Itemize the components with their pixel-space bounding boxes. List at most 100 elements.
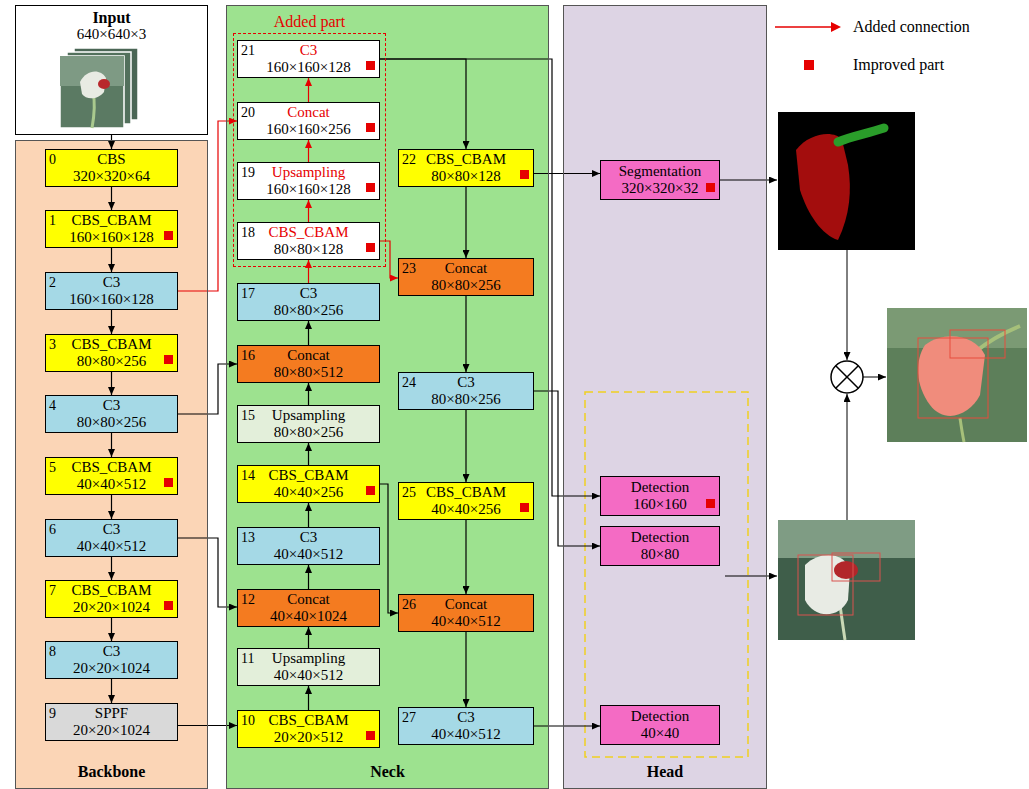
- connection: [308, 383, 309, 405]
- improved-marker: [706, 183, 715, 192]
- detection-ground: [778, 520, 915, 640]
- feature-size: 40×40×1024: [270, 608, 347, 625]
- layer-number: 13: [241, 529, 255, 546]
- input-box: Input640×640×3: [15, 5, 208, 135]
- added-connection: [308, 78, 309, 102]
- connection: [308, 686, 309, 710]
- box-overlay: [798, 555, 853, 615]
- layer-name: CBS_CBAM: [71, 336, 151, 353]
- layer-name: CBS: [97, 151, 125, 168]
- multiply-cross: [836, 366, 859, 389]
- text-column: CBS_CBAM80×80×256: [46, 335, 177, 371]
- layer-number: 17: [241, 285, 255, 302]
- connection: [111, 433, 112, 457]
- improved-marker: [366, 243, 375, 252]
- feature-size: 20×20×1024: [73, 660, 150, 677]
- group-heading: Added part: [234, 13, 385, 30]
- improved-marker: [366, 61, 375, 70]
- feature-size: 80×80×256: [274, 302, 343, 319]
- head-box: Segmentation320×320×32: [600, 160, 720, 200]
- feature-size: 80×80×256: [274, 424, 343, 441]
- head-box: Detection80×80: [600, 526, 720, 566]
- connection: [308, 443, 309, 465]
- connection: [380, 59, 466, 149]
- layer-box: 24C380×80×256: [398, 372, 534, 410]
- layer-number: 15: [241, 407, 255, 424]
- improved-marker: [366, 486, 375, 495]
- connection: [380, 484, 398, 613]
- panel-label: Neck: [227, 763, 548, 780]
- layer-box: 12Concat40×40×1024: [237, 589, 380, 627]
- connection: [111, 248, 112, 272]
- feature-size: 40×40×512: [77, 476, 146, 493]
- layer-name: CBS_CBAM: [268, 224, 348, 241]
- layer-number: 20: [241, 104, 255, 121]
- legend-swatch: [804, 60, 814, 70]
- layer-box: 13 C340×40×512: [237, 527, 380, 565]
- layer-number: 11: [241, 650, 254, 667]
- layer-name: Upsampling: [272, 407, 345, 424]
- added-connection: [308, 200, 309, 222]
- connection: [111, 679, 112, 703]
- layer-number: 1: [49, 212, 56, 229]
- feature-size: 40×40×512: [274, 546, 343, 563]
- text-column: Concat40×40×1024: [238, 590, 379, 626]
- layer-number: 26: [402, 596, 416, 613]
- legend-text: Improved part: [853, 56, 944, 73]
- neck-panel: NeckAdded part21C3160×160×12820Concat160…: [226, 5, 549, 789]
- layer-box: 4C380×80×256: [45, 395, 178, 433]
- layer-name: SPPF: [95, 705, 128, 722]
- text-column: Detection80×80: [601, 527, 719, 565]
- layer-name: C3: [300, 529, 318, 546]
- improved-marker: [520, 170, 529, 179]
- layer-name: Detection: [631, 479, 689, 496]
- text-column: CBS_CBAM40×40×256: [399, 483, 533, 519]
- layer-box: 15 Upsampling80×80×256: [237, 405, 380, 443]
- layer-number: 8: [49, 643, 56, 660]
- fusion-symbol: [831, 361, 863, 393]
- text-column: CBS_CBAM160×160×128: [46, 211, 177, 247]
- layer-name: Concat: [445, 596, 488, 613]
- feature-size: 40×40×256: [431, 501, 500, 518]
- connection: [111, 618, 112, 641]
- neck-ground: [226, 5, 549, 789]
- text-column: Concat160×160×256: [238, 103, 379, 139]
- feature-size: 160×160×128: [69, 229, 153, 246]
- feature-size: 40×40×512: [431, 726, 500, 743]
- connection: [380, 59, 600, 496]
- text-column: CBS_CBAM80×80×128: [238, 223, 379, 259]
- layer-number: 21: [241, 42, 255, 59]
- layer-name: CBS_CBAM: [268, 712, 348, 729]
- feature-size: 40×40×256: [274, 484, 343, 501]
- segmentation-mask: [778, 112, 915, 250]
- connection: [534, 725, 600, 726]
- layer-name: C3: [457, 709, 475, 726]
- layer-name: CBS_CBAM: [426, 151, 506, 168]
- connection: [465, 520, 466, 594]
- detection-light: [778, 520, 915, 558]
- head-panel: HeadSegmentation320×320×32Detection160×1…: [563, 5, 767, 789]
- layer-name: CBS_CBAM: [268, 467, 348, 484]
- connection: [465, 187, 466, 258]
- added-connection: [308, 140, 309, 162]
- layer-name: Concat: [287, 104, 330, 121]
- head-box: Detection160×160: [600, 476, 720, 516]
- text-column: CBS_CBAM20×20×1024: [46, 581, 177, 617]
- layer-name: C3: [103, 521, 121, 538]
- feature-size: 80×80×256: [77, 414, 146, 431]
- improved-marker: [520, 503, 529, 512]
- text-column: Concat80×80×512: [238, 346, 379, 382]
- image-arrow: [720, 180, 777, 181]
- feature-size: 20×20×512: [274, 729, 343, 746]
- input-image-stack: [60, 48, 138, 128]
- text-column: Concat40×40×512: [399, 595, 533, 631]
- text-column: Upsampling160×160×128: [238, 163, 379, 199]
- legend-row: Added connection: [775, 17, 1025, 39]
- layer-box: 17C380×80×256: [237, 283, 380, 321]
- mask-stem: [838, 128, 884, 142]
- text-column: CBS320×320×64: [46, 150, 177, 186]
- feature-size: 80×80×512: [274, 364, 343, 381]
- connection: [465, 632, 466, 707]
- layer-name: Detection: [631, 708, 689, 725]
- layer-name: CBS_CBAM: [71, 582, 151, 599]
